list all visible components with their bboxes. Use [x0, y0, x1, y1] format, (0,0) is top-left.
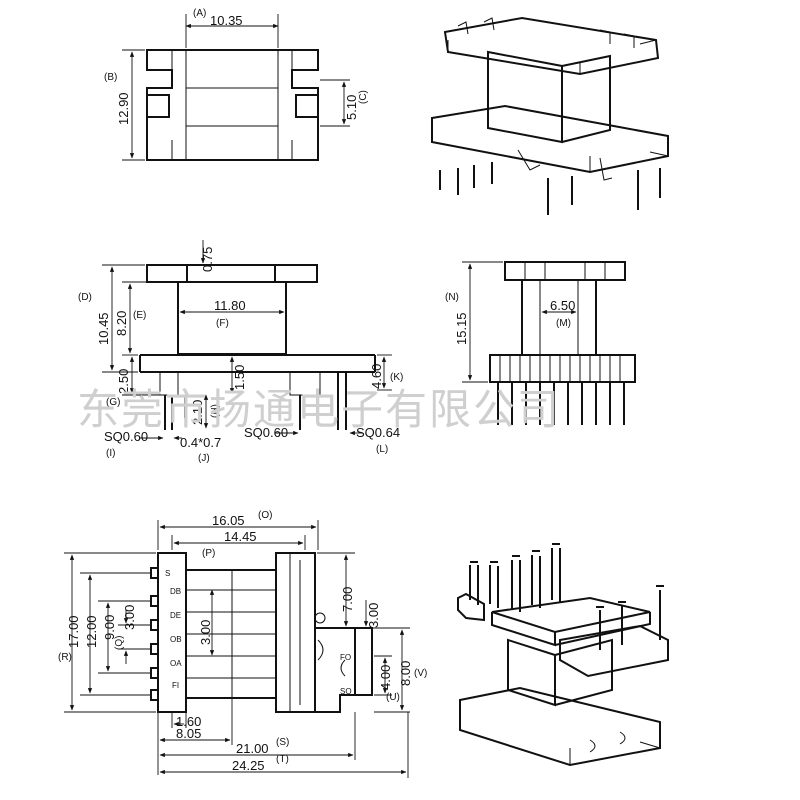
bottom-dim-160: 1.60 [176, 714, 201, 729]
front-label-h: (H) [210, 404, 221, 418]
bottom-dim-300b: 3.00 [198, 620, 213, 645]
bottom-view-dimensions [64, 520, 410, 778]
front-dim-075: 0.75 [200, 247, 215, 272]
bottom-label-s: (S) [276, 737, 289, 748]
front-dim-150: 1.50 [232, 365, 247, 390]
pin-label-s: S [165, 569, 170, 578]
bottom-dim-v: 8.00 [398, 661, 413, 686]
front-dim-f: 11.80 [214, 298, 246, 313]
pin-label-so: SO [340, 687, 352, 696]
front-label-e: (E) [133, 310, 146, 321]
bottom-dim-12: 12.00 [84, 615, 99, 648]
bottom-label-o: (O) [258, 510, 272, 521]
front-label-g: (G) [106, 397, 120, 408]
bottom-dim-u: 4.00 [378, 665, 393, 690]
pin-label-fo: FO [340, 653, 351, 662]
bottom-dim-p: 14.45 [224, 529, 257, 544]
top-label-b: (B) [104, 72, 117, 83]
pin-label-de: DE [170, 611, 181, 620]
pin-label-fi: FI [172, 681, 179, 690]
front-dim-d: 10.45 [96, 312, 111, 345]
bottom-dim-805: 8.05 [176, 726, 201, 741]
top-label-c: (C) [358, 90, 369, 104]
front-dim-h: 2.10 [190, 400, 205, 425]
top-dim-a: 10.35 [210, 13, 243, 28]
isometric-view-bottom [457, 543, 669, 767]
front-label-i: (I) [106, 448, 115, 459]
side-dim-n: 15.15 [454, 312, 469, 345]
side-view-drawing [489, 261, 636, 425]
top-dim-c: 5.10 [344, 95, 359, 120]
bottom-dim-r: 17.00 [66, 615, 81, 648]
front-view-dimensions [102, 240, 392, 441]
bottom-label-p: (P) [202, 548, 215, 559]
front-label-l: (L) [376, 444, 388, 455]
pin-label-db: DB [170, 587, 181, 596]
side-dim-m: 6.50 [550, 298, 575, 313]
bottom-dim-t: 24.25 [232, 758, 265, 773]
side-label-m: (M) [556, 318, 571, 329]
pin-label-ob: OB [170, 635, 182, 644]
top-dim-b: 12.90 [116, 92, 131, 125]
front-view-drawing [139, 264, 376, 430]
front-label-d: (D) [78, 292, 92, 303]
pin-label-oa: OA [170, 659, 182, 668]
top-view-drawing [146, 49, 319, 161]
front-dim-k: 4.60 [369, 364, 384, 389]
bottom-label-u: (U) [386, 692, 400, 703]
front-label-j: (J) [198, 453, 210, 464]
bottom-view-drawing [150, 552, 373, 713]
front-label-f: (F) [216, 318, 229, 329]
bottom-dim-300c: 3.00 [366, 603, 381, 628]
front-dim-l: SQ0.64 [356, 425, 400, 440]
front-dim-e: 8.20 [114, 311, 129, 336]
front-dim-sq060b: SQ0.60 [244, 425, 288, 440]
side-label-n: (N) [445, 292, 459, 303]
front-dim-i: SQ0.60 [104, 429, 148, 444]
front-dim-j: 0.4*0.7 [180, 435, 221, 450]
bottom-dim-9: 9.00 [102, 615, 117, 640]
front-label-k: (K) [390, 372, 403, 383]
bottom-dim-700: 7.00 [340, 587, 355, 612]
bottom-dim-q: 3.00 [122, 605, 137, 630]
bottom-label-v: (V) [414, 668, 427, 679]
isometric-view-top [431, 16, 669, 215]
bottom-label-t: (T) [276, 754, 289, 765]
bottom-view-pin-labels: S DB DE OB OA FI FO SO [165, 569, 352, 696]
front-dim-g: 2.50 [116, 369, 131, 394]
side-view-dimensions [462, 261, 577, 383]
top-view-dimensions [122, 14, 350, 161]
bottom-dim-s: 21.00 [236, 741, 269, 756]
bottom-label-r: (R) [58, 652, 72, 663]
bottom-label-q: (Q) [114, 636, 125, 650]
watermark-text: 东莞市扬通电子有限公司 [77, 385, 561, 434]
bottom-dim-o: 16.05 [212, 513, 245, 528]
top-label-a: (A) [193, 8, 206, 19]
